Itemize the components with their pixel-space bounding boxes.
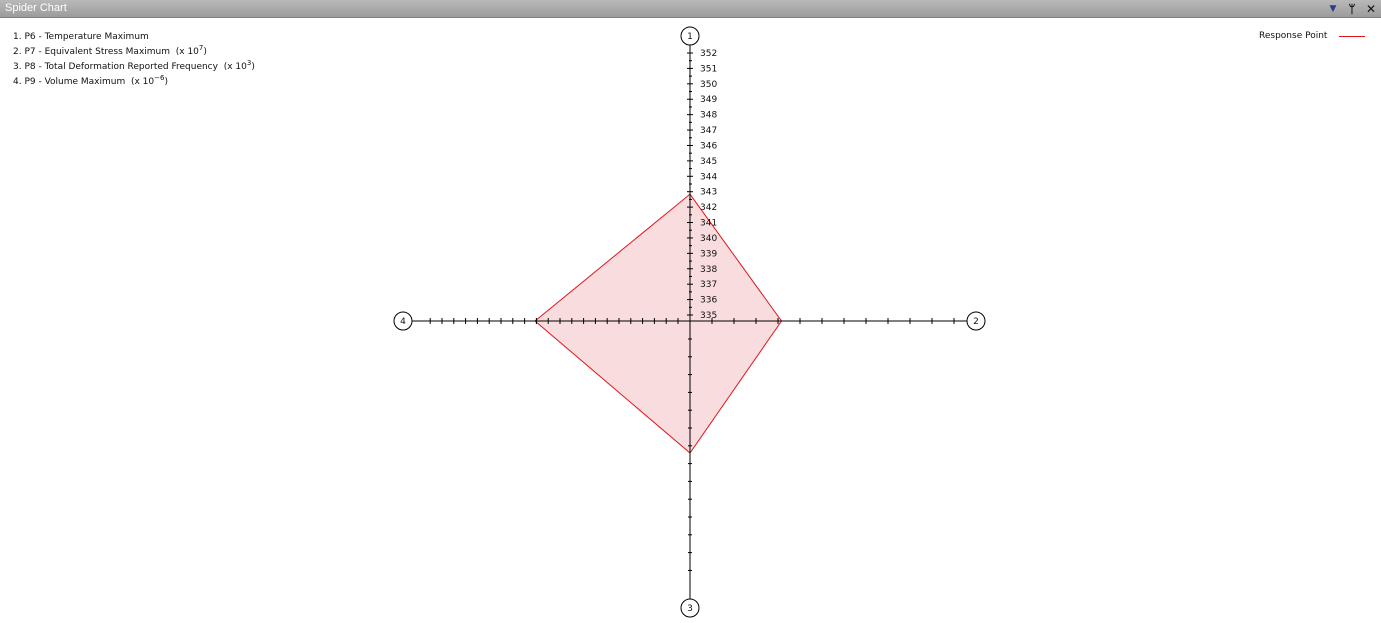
axis-1-tick-label: 349 <box>700 95 717 105</box>
axis-1-marker <box>680 26 700 46</box>
axis-1-tick-label: 343 <box>700 188 717 198</box>
axis-1-tick-label: 336 <box>700 296 717 306</box>
axis-4-marker <box>393 311 413 331</box>
parameter-item: 4. P9 - Volume Maximum (x 10−6) <box>13 74 168 88</box>
chevron-down-icon[interactable]: ▼ <box>1329 4 1337 14</box>
axis-1-tick-label: 344 <box>700 172 717 182</box>
axis-1-tick-label: 342 <box>700 203 717 213</box>
axis-3-marker <box>680 598 700 618</box>
panel-title: Spider Chart <box>5 2 67 14</box>
chart-legend: Response Point <box>1259 31 1365 41</box>
parameter-item: 3. P8 - Total Deformation Reported Frequ… <box>13 59 255 73</box>
axis-3-label: 3 <box>687 604 693 614</box>
axis-1-tick-label: 341 <box>700 219 717 229</box>
radar-plot: 3523513503493483473463453443433423413403… <box>393 26 986 618</box>
axis-4-label: 4 <box>400 317 406 327</box>
axis-1-tick-label: 348 <box>700 111 717 121</box>
axis-1-label: 1 <box>687 32 693 42</box>
axis-2-label: 2 <box>973 317 979 327</box>
axis-1-tick-label: 340 <box>700 234 717 244</box>
legend-label: Response Point <box>1259 31 1328 41</box>
pin-icon[interactable]: ᛘ <box>1348 2 1356 16</box>
axis-1-tick-label: 337 <box>700 280 717 290</box>
parameter-item: 1. P6 - Temperature Maximum <box>13 32 149 42</box>
axis-1-tick-label: 335 <box>700 311 717 321</box>
axis-1-tick-label: 338 <box>700 265 717 275</box>
parameter-list: 1. P6 - Temperature Maximum 2. P7 - Equi… <box>13 30 255 90</box>
close-icon[interactable]: ✕ <box>1365 2 1377 16</box>
spider-chart: 1. P6 - Temperature Maximum 2. P7 - Equi… <box>0 18 1381 623</box>
parameter-item: 2. P7 - Equivalent Stress Maximum (x 107… <box>13 44 207 58</box>
axis-1-tick-label: 346 <box>700 141 717 151</box>
axis-1-tick-label: 352 <box>700 49 717 59</box>
axis-1-tick-label: 345 <box>700 157 717 167</box>
axis-1-tick-label: 339 <box>700 249 717 259</box>
axis-1-tick-label: 350 <box>700 80 717 90</box>
panel-titlebar: Spider Chart ▼ ᛘ ✕ <box>0 0 1381 18</box>
axis-1-tick-label: 347 <box>700 126 717 136</box>
axis-2-marker <box>966 311 986 331</box>
legend-swatch <box>1339 36 1365 37</box>
axis-1-tick-label: 351 <box>700 64 717 74</box>
